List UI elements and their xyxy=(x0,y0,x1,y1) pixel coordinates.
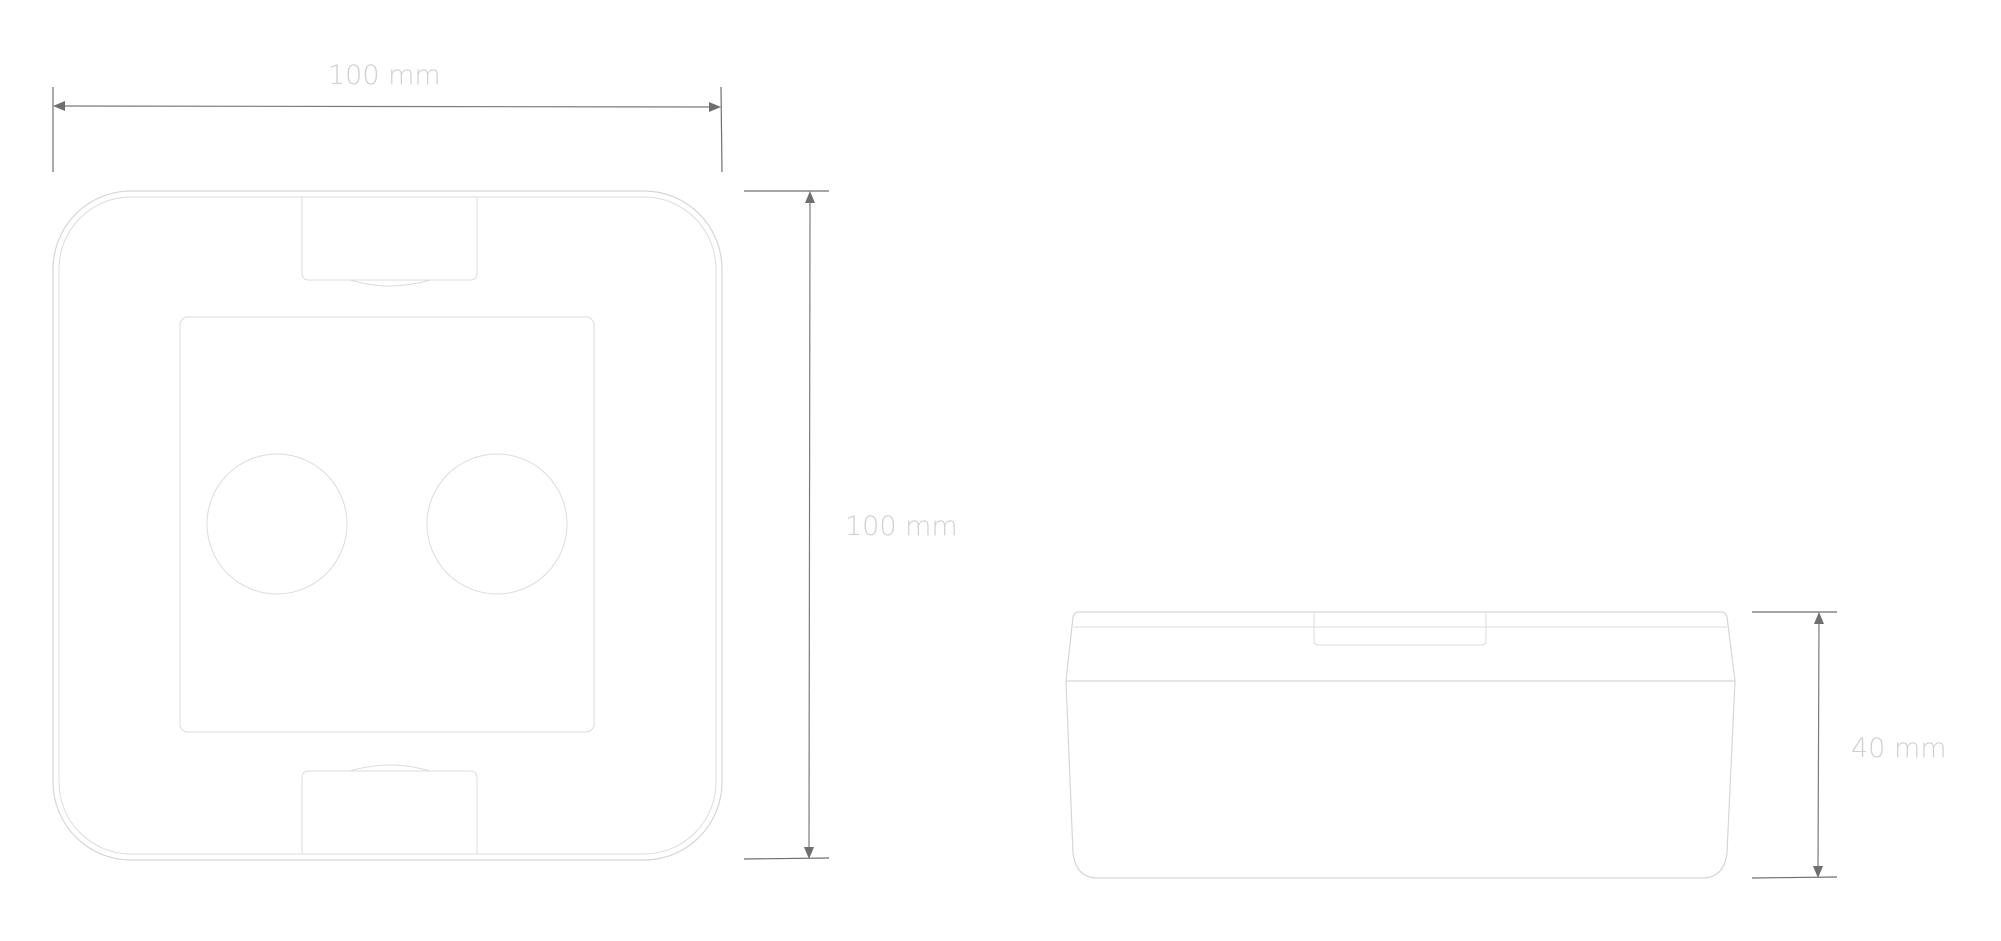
depth-arrow-top xyxy=(1814,612,1824,624)
left-button xyxy=(206,453,348,595)
width-arrow-left xyxy=(53,101,65,111)
depth-extension-bottom xyxy=(1751,876,1838,879)
width-extension-right xyxy=(720,86,723,173)
height-arrow-bottom xyxy=(804,847,814,859)
side-lid xyxy=(1065,611,1736,682)
height-extension-bottom xyxy=(743,857,830,860)
side-view xyxy=(1065,611,1736,879)
top-view xyxy=(52,190,723,861)
depth-label: 40 mm xyxy=(1851,733,1947,764)
top-view-outer-frame xyxy=(52,190,723,861)
width-dimension-line xyxy=(61,105,713,108)
depth-dimension-line xyxy=(1817,620,1820,870)
top-view-inner-frame xyxy=(58,196,717,855)
width-label: 100 mm xyxy=(328,60,441,91)
depth-dimension: 40 mm xyxy=(1751,611,1947,879)
width-arrow-right xyxy=(709,102,721,112)
depth-arrow-bottom xyxy=(1813,866,1823,878)
height-label: 100 mm xyxy=(845,511,958,542)
center-panel xyxy=(179,316,595,733)
side-latch-tab xyxy=(1313,612,1487,646)
top-clip xyxy=(301,197,478,281)
bottom-clip xyxy=(301,770,478,854)
side-body xyxy=(1065,680,1736,879)
height-dimension: 100 mm xyxy=(743,190,958,860)
height-dimension-line xyxy=(808,199,811,851)
top-clip-curve xyxy=(349,279,431,287)
right-button xyxy=(426,453,568,595)
bottom-clip-curve xyxy=(349,764,431,772)
height-arrow-top xyxy=(805,191,815,203)
width-dimension: 100 mm xyxy=(52,60,723,173)
